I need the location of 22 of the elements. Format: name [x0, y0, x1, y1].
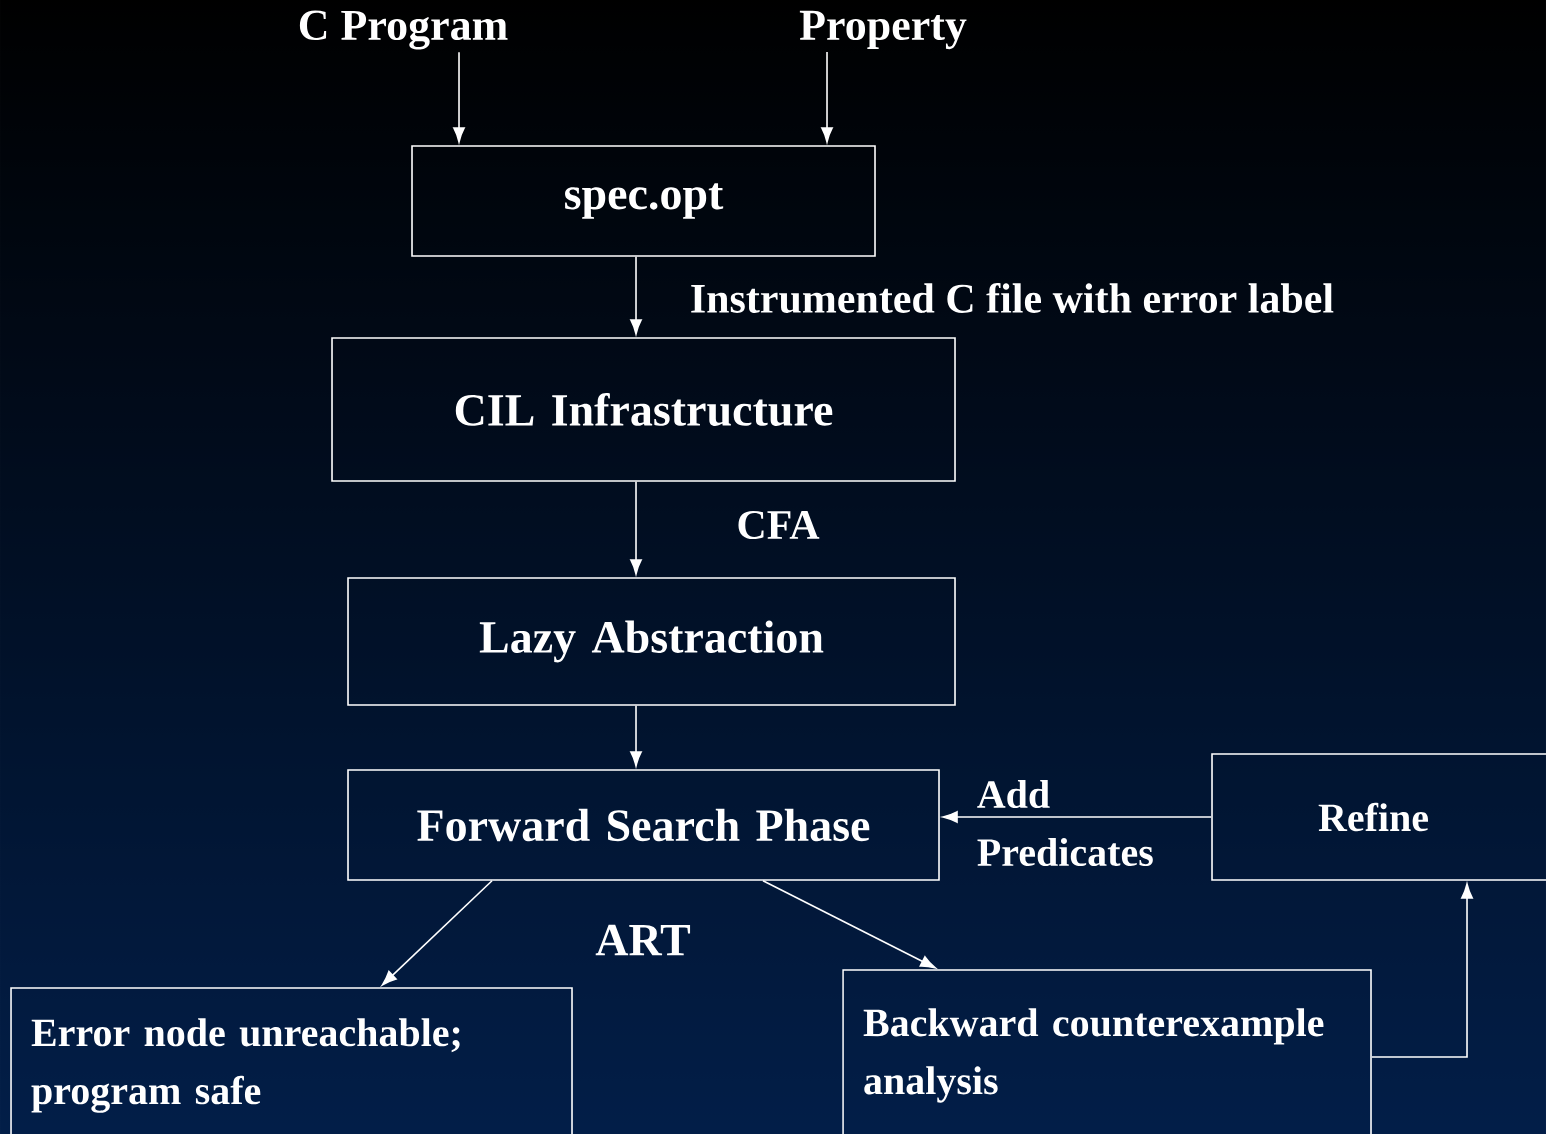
edge-label: Add Predicates: [977, 779, 1153, 867]
arrow: [630, 255, 642, 335]
edge-label: CFA: [738, 510, 820, 540]
process-box: Error node unreachable; program safe: [10, 987, 573, 1134]
process-box: Backward counterexample analysis: [842, 969, 1372, 1134]
arrow: [762, 880, 936, 969]
process-box: Refine: [1211, 753, 1546, 881]
arrow: [381, 880, 493, 986]
input-label: C Program: [299, 10, 508, 50]
process-box: CIL Infrastructure: [331, 337, 956, 482]
arrow: [821, 51, 833, 143]
process-box: spec.opt: [411, 145, 876, 257]
arrow: [630, 705, 642, 767]
arrow: [1371, 883, 1473, 1058]
process-box: Lazy Abstraction: [347, 577, 956, 706]
edge-label: Instrumented C file with error label: [691, 282, 1334, 314]
input-label: Property: [799, 10, 967, 50]
text-label: ART: [595, 924, 691, 956]
arrow: [453, 51, 465, 143]
arrow: [942, 811, 1212, 823]
process-box: Forward Search Phase: [347, 769, 940, 881]
arrow: [630, 480, 642, 575]
